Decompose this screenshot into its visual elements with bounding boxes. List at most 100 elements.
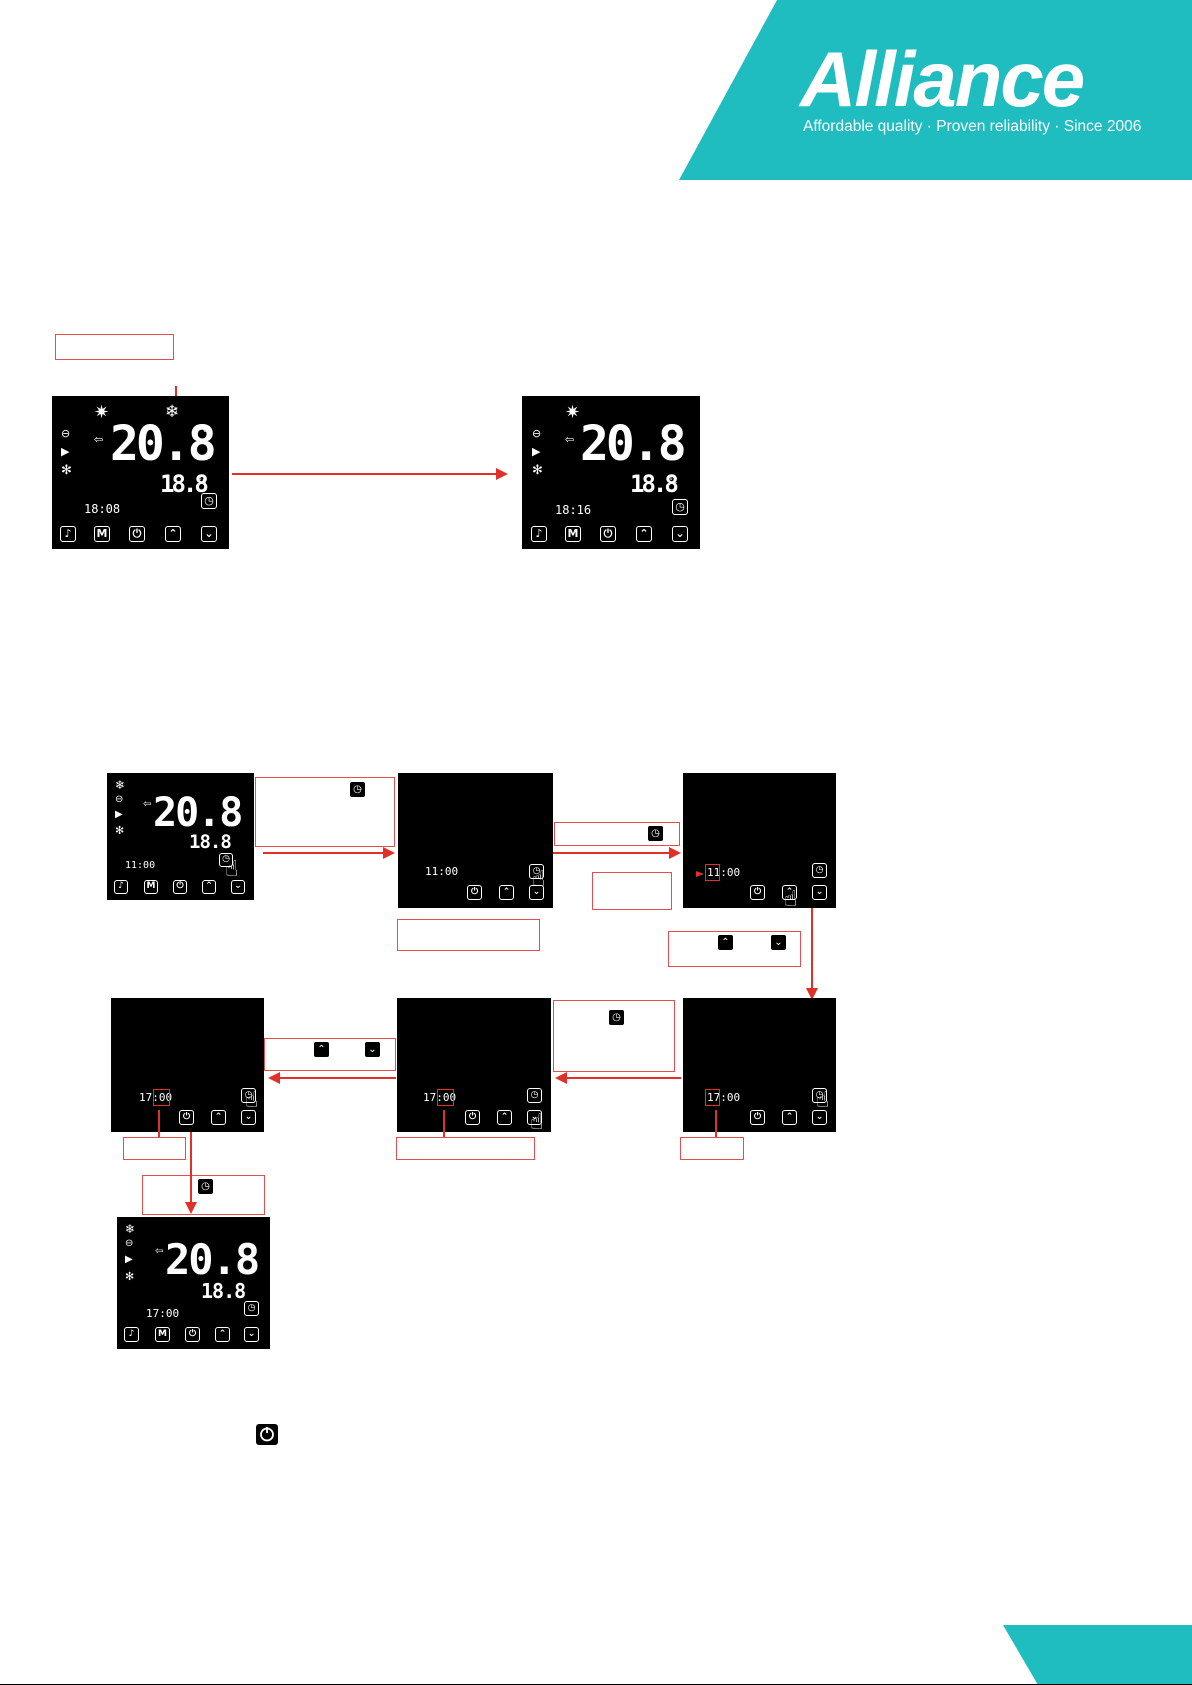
power-button[interactable]: ⏻ xyxy=(185,1327,200,1342)
down-button[interactable]: ⌄ xyxy=(529,885,544,900)
power-button[interactable]: ⏻ xyxy=(467,885,482,900)
down-button[interactable]: ⌄ xyxy=(241,1110,256,1125)
up-button[interactable]: ⌃ xyxy=(497,1110,512,1125)
up-button[interactable]: ⌃ xyxy=(215,1327,230,1342)
power-button[interactable]: ⏻ xyxy=(465,1110,480,1125)
snowflake-icon: ❄ xyxy=(115,778,126,792)
step4-caption-box xyxy=(680,1137,744,1160)
power-button[interactable]: ⏻ xyxy=(750,1110,765,1125)
power-button[interactable]: ⏻ xyxy=(750,885,765,900)
step4-screen: 17:00 ◷ ☝ ⏻ ⌃ ⌄ xyxy=(683,998,836,1132)
mode-dot-icon: ⊖ xyxy=(115,794,124,805)
pointer-line xyxy=(158,1110,160,1140)
down-button[interactable]: ⌄ xyxy=(812,1110,827,1125)
set-temperature: 18.8 xyxy=(189,831,232,853)
sound-button[interactable]: ♪ xyxy=(114,880,128,894)
step3-caption-box: ⌃ ⌄ xyxy=(668,931,801,967)
fan-icon: ✻ xyxy=(532,463,543,478)
thermostat-screen-after: ✷ ⊖ ▶ ✻ ⇦ 20.8 °C 18.8 °C ◷ 18:16 ♪ M ⏻ … xyxy=(522,396,700,549)
clock-button[interactable]: ◷ xyxy=(244,1301,259,1316)
arrow-right-3 xyxy=(553,847,681,859)
clock-button[interactable]: ◷ xyxy=(672,499,688,515)
step5-screen: 17:00 ◷ ⏻ ⌃ ⌄ ☝ xyxy=(397,998,551,1132)
step6-caption-box xyxy=(123,1137,186,1160)
hand-pointer-icon: ☝ xyxy=(245,1088,259,1113)
power-button[interactable]: ⏻ xyxy=(129,526,145,542)
power-button[interactable]: ⏻ xyxy=(600,526,616,542)
step6-screen: 17:00 ◷ ☝ ⏻ ⌃ ⌄ xyxy=(111,998,264,1132)
sun-icon: ✷ xyxy=(94,402,110,423)
set-temperature: 18.8 xyxy=(201,1279,246,1303)
down-button[interactable]: ⌄ xyxy=(527,1110,542,1125)
final-screen: ❄ ⊖ ▶ ✻ ⇦ 20.8 18.8 ◷ 17:00 ♪ M ⏻ ⌃ ⌄ xyxy=(117,1217,270,1349)
sound-button[interactable]: ♪ xyxy=(124,1327,139,1342)
power-button[interactable]: ⏻ xyxy=(173,880,187,894)
up-button[interactable]: ⌃ xyxy=(636,526,652,542)
down-button[interactable]: ⌄ xyxy=(812,885,827,900)
fan-icon: ✻ xyxy=(61,463,72,478)
up-button[interactable]: ⌃ xyxy=(499,885,514,900)
mode-dot-icon: ⊖ xyxy=(532,427,542,440)
step3-screen: 11:00 ◷ ⏻ ⌃ ☝ ⌄ xyxy=(683,773,836,908)
set-temperature: 18.8 xyxy=(160,470,209,498)
mode-button[interactable]: M xyxy=(565,526,581,542)
brand-tagline: Affordable quality · Proven reliability … xyxy=(803,118,1142,135)
minute-highlight xyxy=(437,1089,454,1106)
up-arrow-icon: ⌃ xyxy=(314,1042,329,1057)
fan-icon: ✻ xyxy=(115,824,125,837)
mode-button[interactable]: M xyxy=(94,526,110,542)
arrow-in-icon: ⇦ xyxy=(143,799,152,810)
arrow-in-icon: ⇦ xyxy=(565,433,575,446)
clock-button[interactable]: ◷ xyxy=(527,1088,542,1103)
up-arrow-icon: ⌃ xyxy=(718,935,733,950)
play-icon: ▶ xyxy=(532,445,541,458)
time-display: 17:00 xyxy=(707,1091,741,1104)
step1-caption-box: ◷ xyxy=(255,777,395,847)
sound-button[interactable]: ♪ xyxy=(60,526,76,542)
clock-button[interactable]: ◷ xyxy=(812,1088,827,1103)
play-icon: ▶ xyxy=(125,1254,133,1265)
up-button[interactable]: ⌃ xyxy=(202,880,216,894)
mode-button[interactable]: M xyxy=(144,880,158,894)
arrow-down-1 xyxy=(806,908,818,1000)
mode-button[interactable]: M xyxy=(155,1327,170,1342)
clock-icon: ◷ xyxy=(350,782,365,797)
down-button[interactable]: ⌄ xyxy=(244,1327,259,1342)
hand-pointer-icon: ☝ xyxy=(816,1088,830,1113)
snowflake-icon: ❄ xyxy=(125,1222,136,1236)
clock-button[interactable]: ◷ xyxy=(812,863,827,878)
set-temperature: 18.8 xyxy=(630,470,679,498)
clock-button[interactable]: ◷ xyxy=(219,853,233,867)
clock-button[interactable]: ◷ xyxy=(529,864,544,879)
snowflake-icon: ❄ xyxy=(165,402,180,422)
up-button[interactable]: ⌃ xyxy=(211,1110,226,1125)
mode-dot-icon: ⊖ xyxy=(125,1238,134,1249)
brand-banner: Alliance Affordable quality · Proven rel… xyxy=(0,0,1192,180)
pointer-line xyxy=(715,1110,717,1140)
clock-icon: ◷ xyxy=(198,1179,213,1194)
up-button[interactable]: ⌃ xyxy=(782,885,797,900)
down-button[interactable]: ⌄ xyxy=(672,526,688,542)
down-button[interactable]: ⌄ xyxy=(201,526,217,542)
time-display: 11:00 xyxy=(125,860,156,871)
unit-label: °C xyxy=(669,425,679,434)
hand-pointer-icon: ☝ xyxy=(225,857,239,882)
main-temperature: 20.8 xyxy=(580,416,687,472)
clock-button[interactable]: ◷ xyxy=(201,493,217,509)
sun-icon: ✷ xyxy=(565,402,581,423)
step1-screen: ❄ ⊖ ▶ ✻ ⇦ 20.8 18.8 11:00 ◷ ☝ ♪ M ⏻ ⌃ ⌄ xyxy=(107,773,254,900)
step6-to-final-caption-box: ◷ xyxy=(142,1175,265,1215)
up-button[interactable]: ⌃ xyxy=(165,526,181,542)
step4-to-5-caption-box: ◷ xyxy=(553,1000,675,1072)
sound-button[interactable]: ♪ xyxy=(531,526,547,542)
down-button[interactable]: ⌄ xyxy=(231,880,245,894)
step3-side-caption-box xyxy=(592,872,672,910)
thermostat-screen-before: ✷ ❄ ⊖ ▶ ✻ ⇦ 20.8 °C 18.8 °C ◷ 18:08 ♪ M … xyxy=(52,396,229,549)
clock-button[interactable]: ◷ xyxy=(241,1088,256,1103)
time-display: 11:00 xyxy=(707,866,741,879)
power-button[interactable]: ⏻ xyxy=(179,1110,194,1125)
arrow-in-icon: ⇦ xyxy=(94,433,104,446)
up-button[interactable]: ⌃ xyxy=(782,1110,797,1125)
step2-to-3-caption-box: ◷ xyxy=(554,822,680,846)
main-temperature: 20.8 xyxy=(165,1235,260,1284)
